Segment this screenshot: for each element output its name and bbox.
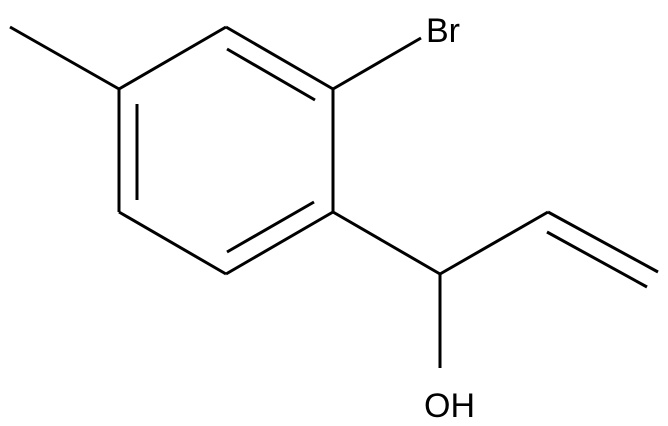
bromine-label: Br: [426, 12, 460, 50]
ring-bond-c5-c6: [118, 210, 227, 276]
ring-double-bond-inner-top: [226, 47, 316, 102]
methyl-bond: [9, 25, 120, 91]
vinyl-double-bond-inner: [546, 230, 648, 289]
ring-bond-c4-c5: [225, 210, 334, 276]
ring-bond-c1-c2: [118, 25, 227, 91]
vinyl-single-bond: [439, 210, 549, 276]
benzylic-bond: [332, 210, 441, 276]
bromine-bond: [332, 36, 422, 91]
hydroxyl-label: OH: [424, 387, 475, 425]
ring-double-bond-inner-bottom: [226, 200, 315, 254]
ring-bond-c2-c3: [225, 25, 334, 91]
vinyl-double-bond-outer: [547, 210, 659, 274]
